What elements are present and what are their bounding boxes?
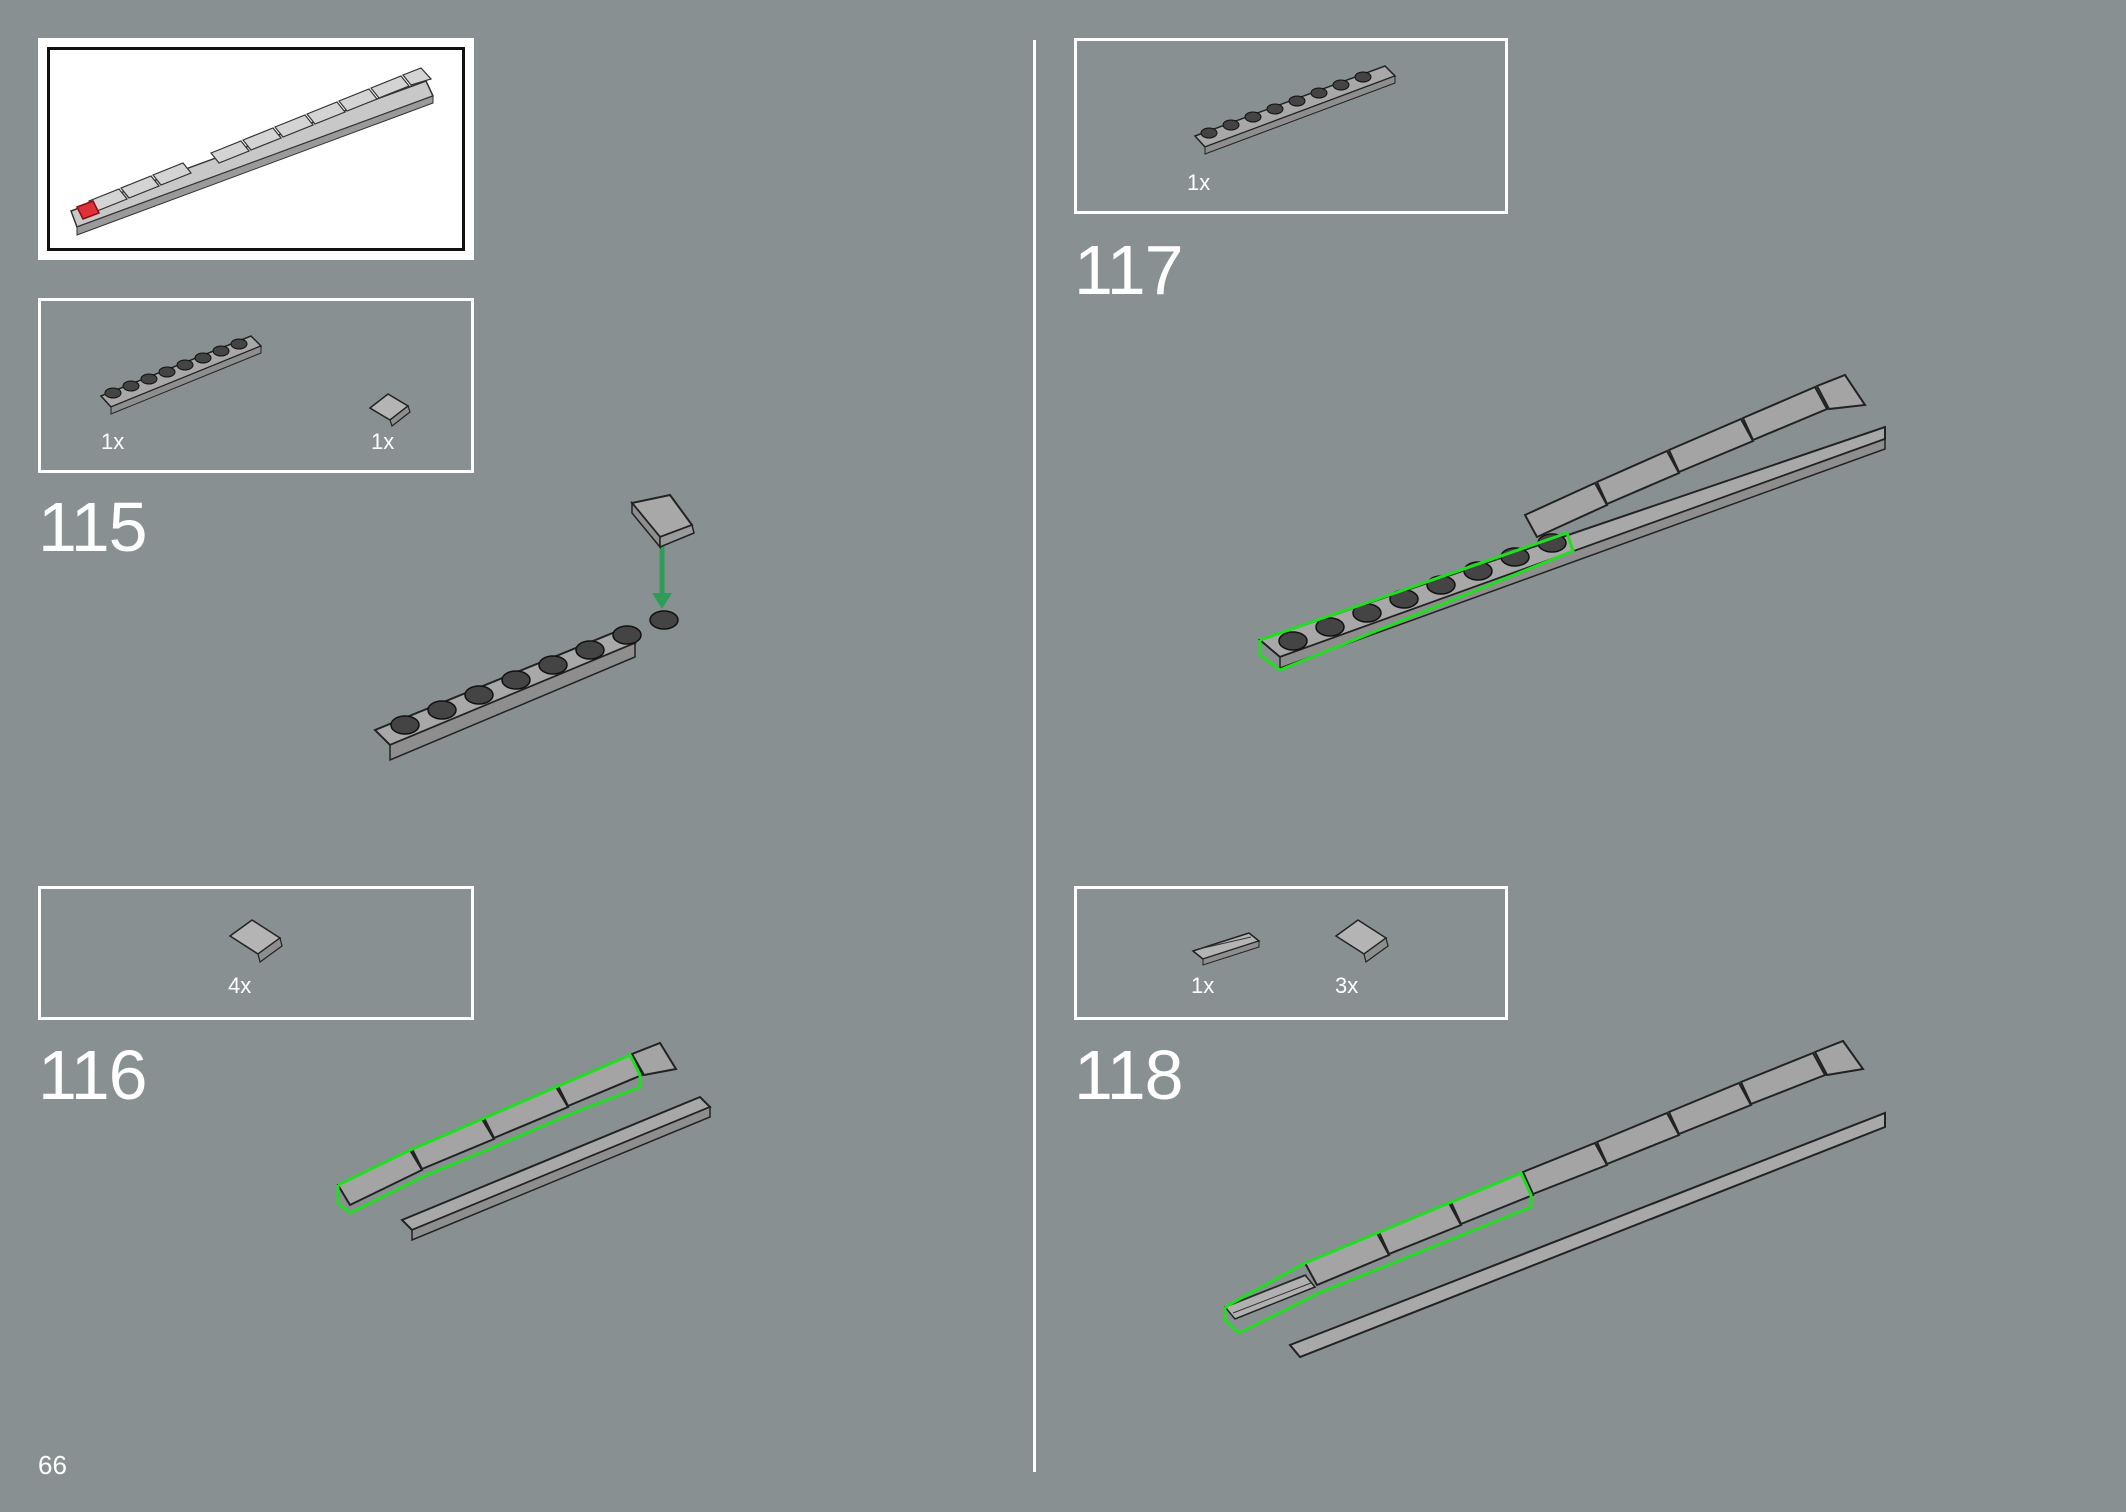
step-number: 118 bbox=[1074, 1036, 1184, 1114]
page-divider bbox=[1033, 40, 1036, 1472]
parts-box-step-118: 1x 3x bbox=[1074, 886, 1508, 1020]
slope-brick-icon bbox=[228, 919, 283, 964]
step-117-illustration bbox=[1258, 373, 1886, 672]
plate-1x8-rail-icon bbox=[99, 335, 263, 415]
step-number: 115 bbox=[38, 488, 148, 566]
parts-box-step-115: 1x 1x bbox=[38, 298, 474, 473]
highlight-outline bbox=[1223, 1171, 1533, 1335]
part-qty: 1x bbox=[371, 429, 395, 454]
parts-box-step-116: 4x bbox=[38, 886, 474, 1020]
part-qty: 1x bbox=[101, 429, 125, 454]
part-qty: 3x bbox=[1335, 973, 1359, 998]
slope-brick-icon bbox=[1334, 919, 1389, 964]
overview-inner-frame bbox=[47, 47, 465, 251]
overview-model-illustration bbox=[70, 67, 435, 236]
plate-1x8-rail-icon bbox=[1193, 65, 1397, 155]
highlight-outline bbox=[1258, 531, 1575, 672]
step-118-illustration bbox=[1223, 1039, 1886, 1359]
step-115-illustration bbox=[373, 493, 695, 762]
part-qty: 4x bbox=[228, 973, 252, 998]
slope-brick-icon bbox=[368, 393, 411, 427]
step-number: 116 bbox=[38, 1036, 148, 1114]
page-number: 66 bbox=[38, 1450, 67, 1480]
highlight-outline bbox=[336, 1053, 642, 1215]
step-116-illustration bbox=[336, 1041, 712, 1242]
part-qty: 1x bbox=[1191, 973, 1215, 998]
overview-box bbox=[38, 38, 474, 260]
red-marker-icon bbox=[75, 200, 101, 220]
parts-box-step-117: 1x bbox=[1074, 38, 1508, 214]
tile-rail-icon bbox=[1191, 932, 1261, 966]
step-number: 117 bbox=[1074, 231, 1184, 309]
part-qty: 1x bbox=[1187, 170, 1211, 195]
